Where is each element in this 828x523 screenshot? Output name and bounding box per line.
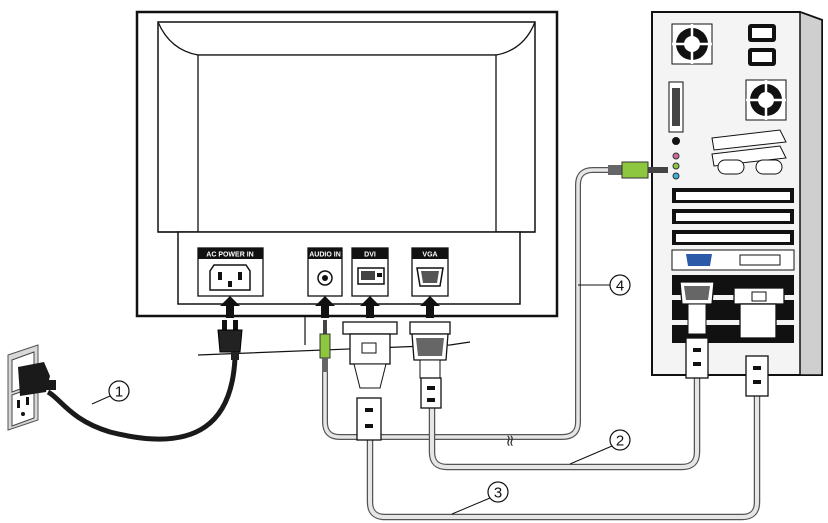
cable-break-mark: ≈	[501, 434, 520, 447]
ac-power-in-port: AC POWER IN	[197, 247, 264, 297]
callout-2-label: 2	[616, 433, 624, 450]
callout-4-label: 4	[616, 278, 624, 295]
dvi-plug-pc	[733, 287, 785, 397]
vga-plug-pc	[679, 281, 715, 379]
vga-label: VGA	[422, 252, 437, 259]
callout-1: 1	[91, 380, 130, 405]
vga-plug-monitor	[409, 321, 451, 409]
vga-port: VGA	[411, 247, 449, 297]
callout-3: 3	[451, 481, 509, 515]
audio-plug-pc	[608, 161, 668, 179]
power-outlet-icon	[7, 344, 56, 431]
callout-1-label: 1	[115, 384, 123, 401]
fan-icon	[745, 79, 787, 121]
dvi-label: DVI	[364, 252, 376, 259]
audio-plug-monitor	[319, 320, 331, 372]
dvi-plug-monitor	[342, 321, 398, 441]
arrow-up-icon	[220, 296, 440, 318]
dvi-port: DVI	[351, 247, 389, 297]
vga-cable-2	[428, 378, 701, 471]
audio-in-port: AUDIO IN	[307, 247, 343, 297]
ac-power-in-label: AC POWER IN	[206, 252, 253, 259]
power-cable-1	[46, 357, 238, 442]
callout-3-label: 3	[494, 485, 502, 502]
power-plug-icon	[217, 320, 243, 360]
fan-icon	[671, 23, 713, 65]
pc-tower	[651, 10, 823, 376]
monitor	[135, 10, 559, 356]
audio-in-label: AUDIO IN	[309, 252, 341, 259]
callout-2: 2	[569, 429, 631, 465]
callout-4: 4	[578, 274, 631, 296]
